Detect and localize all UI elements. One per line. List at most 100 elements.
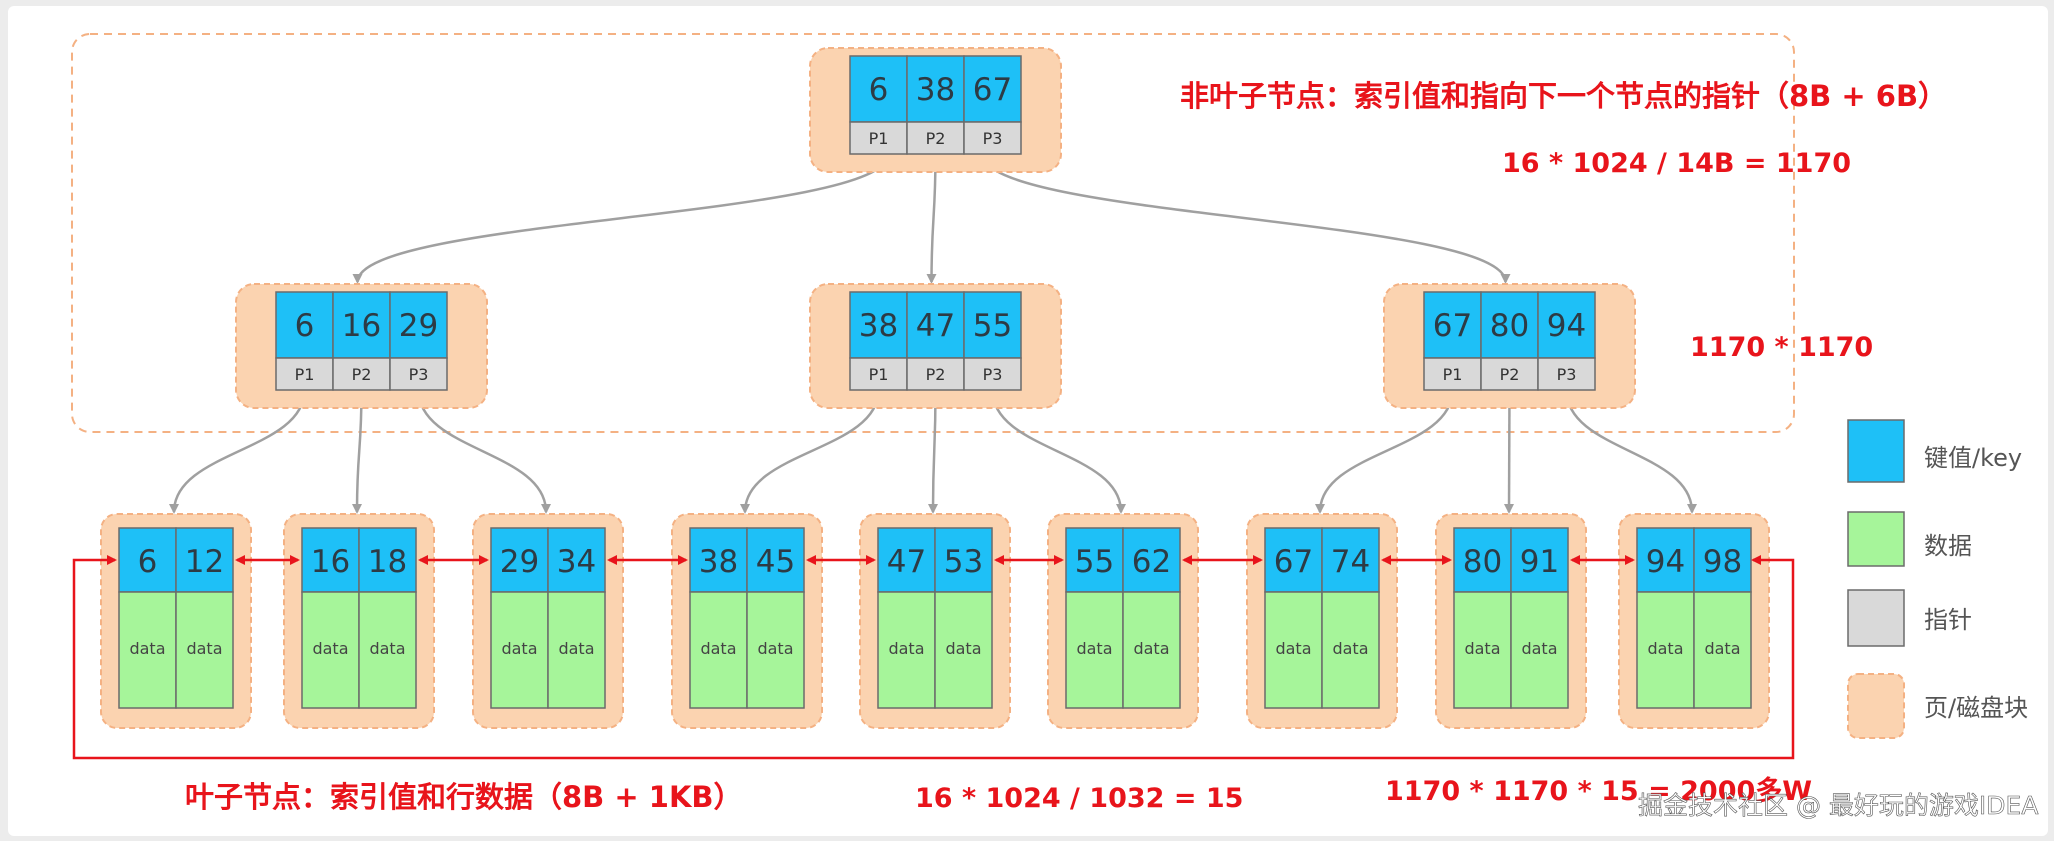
leaf-node-3-data: data — [558, 639, 594, 658]
leaf-node-5: 47 53 data data — [859, 513, 1011, 729]
internal-node-3-key: 94 — [1547, 308, 1586, 344]
leaf-node-5-data-cell — [877, 591, 936, 709]
root-node-key: 67 — [973, 72, 1012, 108]
internal-node-2-pointer-cell — [963, 357, 1022, 391]
leaf-node-3-key: 34 — [557, 544, 596, 580]
leaf-node-5-data-cell — [934, 591, 993, 709]
leaf-node-2-key: 16 — [311, 544, 350, 580]
annotation-level-calc: 1170 * 1170 — [1690, 332, 1873, 363]
leaf-node-6-key: 55 — [1075, 544, 1114, 580]
root-node-pointer: P2 — [926, 129, 946, 148]
leaf-node-9-data: data — [1647, 639, 1683, 658]
legend-key-swatch — [1847, 419, 1905, 483]
leaf-node-6-data: data — [1076, 639, 1112, 658]
edge-internal-3-p3 — [1565, 389, 1697, 514]
legend-pointer-swatch — [1847, 589, 1905, 647]
leaf-node-1-key: 12 — [185, 544, 224, 580]
leaf-node-2-data: data — [312, 639, 348, 658]
internal-node-3-pointer-cell — [1537, 357, 1596, 391]
tree-edges — [169, 153, 1697, 514]
root-node-pointer-cell — [963, 121, 1022, 155]
root-node-pointer: P3 — [983, 129, 1003, 148]
leaf-node-2: 16 18 data data — [283, 513, 435, 729]
internal-node-2-pointer: P3 — [983, 365, 1003, 384]
edge-root-p3 — [981, 153, 1511, 284]
root-node-key: 6 — [869, 72, 889, 108]
legend-pointer-label: 指针 — [1924, 606, 1972, 634]
internal-node-1-key: 6 — [295, 308, 315, 344]
leaf-node-9-data: data — [1704, 639, 1740, 658]
internal-node-1-pointer: P2 — [352, 365, 372, 384]
internal-node-1-pointer-cell — [275, 357, 334, 391]
leaf-node-7-key: 74 — [1331, 544, 1370, 580]
leaf-node-2-key: 18 — [368, 544, 407, 580]
leaf-node-5-key: 53 — [944, 544, 983, 580]
root-node-key-cell — [849, 55, 908, 123]
leaf-node-3-data: data — [501, 639, 537, 658]
leaf-node-7-data: data — [1275, 639, 1311, 658]
leaf-node-6-key: 62 — [1132, 544, 1171, 580]
internal-node-3-key: 67 — [1433, 308, 1472, 344]
leaf-node-4-data: data — [700, 639, 736, 658]
internal-node-3-key-cell — [1537, 291, 1596, 359]
leaf-node-3-data-cell — [490, 591, 549, 709]
leaf-node-9-data-cell — [1636, 591, 1695, 709]
edge-internal-3-p1 — [1315, 389, 1454, 514]
edge-internal-1-p1 — [169, 389, 306, 514]
leaf-node-3-key: 29 — [500, 544, 539, 580]
root-node-key-cell — [963, 55, 1022, 123]
leaf-node-4-key: 38 — [699, 544, 738, 580]
leaf-node-7-data-cell — [1321, 591, 1380, 709]
annotation-leaf-calc: 16 * 1024 / 1032 = 15 — [915, 783, 1243, 814]
leaf-node-5-data: data — [945, 639, 981, 658]
leaf-node-7-data: data — [1332, 639, 1368, 658]
leaf-node-8-data: data — [1521, 639, 1557, 658]
leaf-node-9-key: 94 — [1646, 544, 1685, 580]
internal-node-3-pointer-cell — [1423, 357, 1482, 391]
internal-node-1-key: 16 — [342, 308, 381, 344]
leaf-node-5-key: 47 — [887, 544, 926, 580]
leaf-node-2-data: data — [369, 639, 405, 658]
leaf-links — [72, 555, 1795, 760]
leaf-node-4-data: data — [757, 639, 793, 658]
internal-node-3-pointer-cell — [1480, 357, 1539, 391]
edge-internal-2-p2 — [928, 389, 939, 514]
leaf-node-8-data-cell — [1453, 591, 1512, 709]
leaf-node-8-key: 91 — [1520, 544, 1559, 580]
internal-node-2-pointer: P1 — [869, 365, 889, 384]
root-node-key-cell — [906, 55, 965, 123]
leaf-node-4-data-cell — [746, 591, 805, 709]
leaf-node-1-data: data — [186, 639, 222, 658]
edge-root-p1 — [352, 153, 890, 284]
legend-key-label: 键值/key — [1924, 444, 2022, 472]
annotation-leaf: 叶子节点：索引值和行数据（8B + 1KB） — [185, 780, 743, 814]
leaf-loop-link — [72, 555, 1795, 760]
leaf-node-5-data: data — [888, 639, 924, 658]
edge-root-p2 — [926, 153, 937, 284]
edge-internal-1-p3 — [417, 389, 551, 514]
leaf-node-1-key: 6 — [138, 544, 158, 580]
root-node-key: 38 — [916, 72, 955, 108]
legend-data-label: 数据 — [1924, 532, 1972, 560]
internal-node-1-pointer-cell — [332, 357, 391, 391]
leaf-node-3-data-cell — [547, 591, 606, 709]
leaf-node-8-key: 80 — [1463, 544, 1502, 580]
leaf-node-7-data-cell — [1264, 591, 1323, 709]
internal-node-1-pointer-cell — [389, 357, 448, 391]
annotation-non-leaf-calc: 16 * 1024 / 14B = 1170 — [1502, 148, 1851, 179]
edge-internal-2-p1 — [740, 389, 880, 514]
internal-node-1-key-cell — [332, 291, 391, 359]
annotation-non-leaf: 非叶子节点：索引值和指向下一个节点的指针（8B + 6B） — [1180, 79, 1947, 113]
edge-internal-1-p2 — [352, 389, 363, 514]
internal-node-3-pointer: P1 — [1443, 365, 1463, 384]
legend-page-swatch — [1847, 673, 1905, 739]
internal-node-2-key: 47 — [916, 308, 955, 344]
internal-node-3-key: 80 — [1490, 308, 1529, 344]
